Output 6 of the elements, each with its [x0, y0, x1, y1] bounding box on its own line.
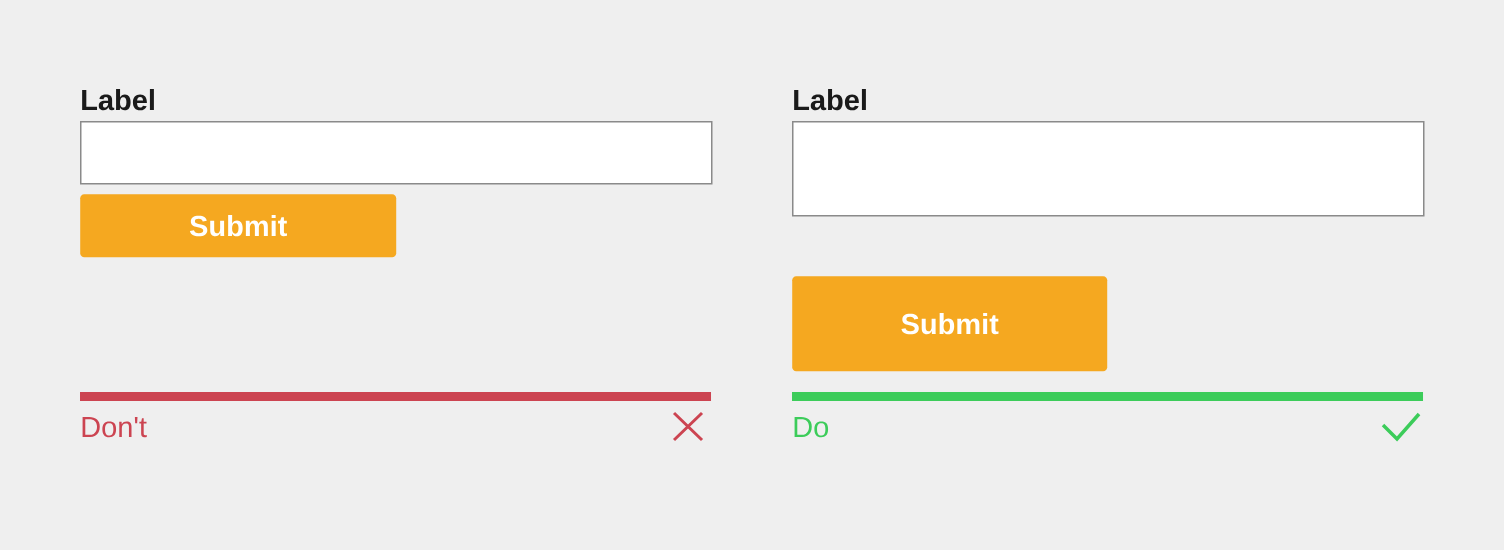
field-label: Label: [794, 89, 866, 111]
field-label: Label: [82, 89, 154, 111]
submit-button: Submit: [792, 276, 1108, 372]
verdict-label: Don't: [82, 417, 147, 438]
submit-button: Submit: [80, 194, 397, 258]
verdict-label: Do: [794, 417, 829, 438]
